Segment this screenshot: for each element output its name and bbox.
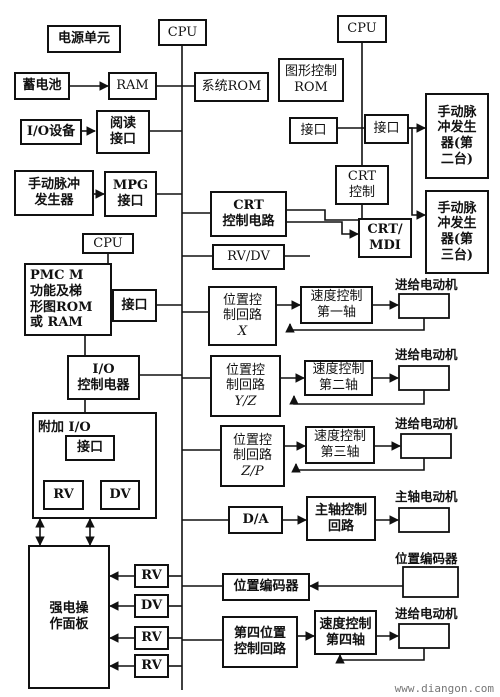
main-cpu-block: CPU — [158, 19, 207, 46]
feed-motor-3-label: 进给电动机 — [395, 416, 458, 431]
position-encoder-circuit-block: 位置编码器 — [222, 573, 310, 601]
aux-io-title: 附加 I/O — [38, 420, 91, 435]
position-x-axis: X — [237, 323, 248, 339]
encoder-box — [402, 566, 459, 598]
watermark: www.diangon.com — [394, 682, 494, 695]
feed-motor-3-box — [400, 433, 452, 459]
feedback-3 — [291, 458, 425, 473]
pmc-port-block: 接口 — [112, 289, 157, 322]
handwheel-2-block: 手动脉 冲发生 器(第 二台) — [425, 93, 489, 179]
speed-3-block: 速度控制 第三轴 — [305, 426, 375, 464]
mpg-interface-block: MPG 接口 — [104, 171, 157, 217]
position-4-block: 第四位置 控制回路 — [222, 616, 298, 668]
position-yz-label: 位置控 制回路 — [225, 362, 265, 394]
spindle-control-block: 主轴控制 回路 — [306, 496, 376, 541]
crt-control-small-block: CRT 控制 — [335, 165, 389, 205]
rv-dv-block: RV/DV — [212, 244, 285, 270]
speed-1-block: 速度控制 第一轴 — [300, 286, 373, 324]
feedback-4 — [335, 648, 425, 664]
io-control-block: I/O 控制电器 — [67, 355, 140, 400]
crt-mdi-link-1 — [287, 209, 358, 221]
graphics-port-left-block: 接口 — [289, 117, 338, 144]
speed-2-block: 速度控制 第二轴 — [304, 360, 373, 396]
feedback-1 — [285, 318, 425, 333]
feed-motor-4-box — [398, 623, 450, 649]
graphics-port-right-block: 接口 — [364, 114, 409, 144]
crt-mdi-link-2 — [287, 221, 359, 239]
panel-rv-2-block: RV — [134, 626, 169, 650]
aux-dv-block: DV — [100, 480, 140, 510]
position-yz-axis: Y/Z — [234, 393, 257, 409]
system-rom-block: 系统ROM — [194, 72, 269, 102]
feed-motor-2-label: 进给电动机 — [395, 347, 458, 362]
position-zp-label: 位置控 制回路 — [232, 432, 272, 464]
position-x-block: 位置控 制回路 X — [208, 286, 277, 346]
speed-4-block: 速度控制 第四轴 — [314, 610, 377, 655]
position-yz-block: 位置控 制回路 Y/Z — [210, 355, 281, 417]
aux-port-block: 接口 — [65, 435, 115, 461]
feed-motor-1-box — [398, 293, 450, 319]
battery-block: 蓄电池 — [14, 72, 70, 100]
da-block: D/A — [228, 506, 283, 534]
mpg-generator-block: 手动脉冲 发生器 — [14, 170, 94, 216]
crt-control-circuit-block: CRT 控制电路 — [210, 191, 287, 237]
pmc-cpu-block: CPU — [82, 233, 134, 254]
handwheel-3-block: 手动脉 冲发生 器(第 三台) — [425, 190, 489, 274]
pmc-memory-block: PMC M 功能及梯 形图ROM 或 RAM — [24, 263, 112, 336]
position-x-label: 位置控 制回路 — [222, 292, 262, 324]
feed-motor-1-label: 进给电动机 — [395, 277, 458, 292]
spindle-motor-box — [398, 507, 450, 533]
handwheel3-arrow — [409, 127, 426, 220]
feed-motor-4-label: 进给电动机 — [395, 606, 458, 621]
read-interface-block: 阅读 接口 — [96, 110, 150, 154]
position-zp-axis: Z/P — [241, 463, 264, 479]
encoder-label: 位置编码器 — [395, 551, 458, 566]
feed-motor-2-box — [398, 365, 450, 391]
panel-dv-block: DV — [134, 594, 169, 618]
feedback-2 — [289, 390, 425, 405]
graphics-cpu-block: CPU — [337, 15, 387, 43]
ram-block: RAM — [108, 72, 157, 100]
graphics-rom-block: 图形控制 ROM — [278, 58, 344, 102]
crt-mdi-block: CRT/ MDI — [358, 218, 412, 258]
panel-rv-3-block: RV — [134, 654, 169, 678]
operator-panel-block: 强电操 作面板 — [28, 545, 110, 689]
io-device-block: I/O设备 — [20, 119, 82, 145]
panel-rv-1-block: RV — [134, 564, 169, 588]
position-zp-block: 位置控 制回路 Z/P — [220, 425, 285, 487]
spindle-motor-label: 主轴电动机 — [395, 489, 458, 504]
aux-rv-block: RV — [43, 480, 84, 510]
power-unit-block: 电源单元 — [47, 25, 121, 53]
